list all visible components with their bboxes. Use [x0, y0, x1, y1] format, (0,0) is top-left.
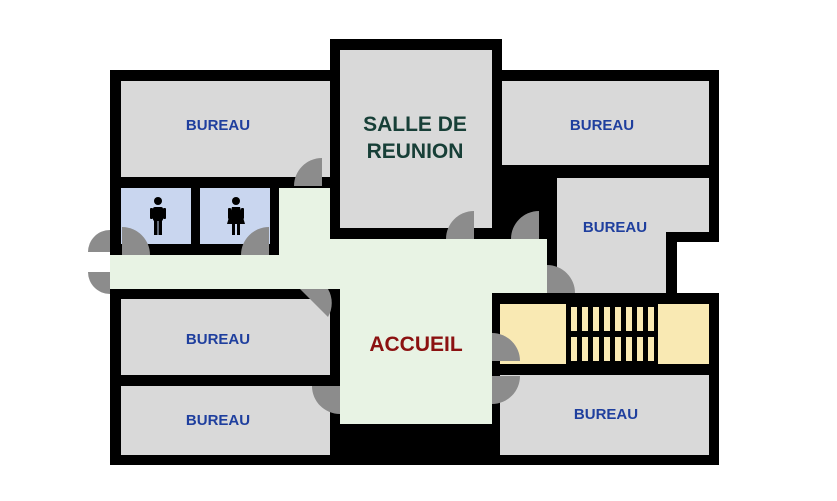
doors — [88, 158, 575, 414]
door-entrance-bottom — [88, 272, 110, 294]
room-bureau-top-left — [121, 81, 330, 177]
woman-icon — [227, 197, 245, 235]
room-bureau-bottom-left — [121, 386, 330, 455]
room-salle-de-reunion — [340, 50, 492, 228]
door-salle-reunion — [446, 211, 474, 239]
door-restroom-men — [122, 227, 150, 255]
label-bureau-mid-right: BUREAU — [583, 219, 647, 236]
room-bureau-bottom-right — [500, 375, 709, 455]
label-bureau-bottom-left: BUREAU — [186, 412, 250, 429]
door-bureau-top-left — [294, 158, 322, 186]
door-stairs — [492, 333, 520, 361]
door-entrance-top — [88, 230, 110, 252]
room-bureau-mid-left — [121, 299, 330, 375]
staircase — [566, 304, 658, 364]
door-bureau-top-right — [511, 211, 539, 239]
door-bureau-mid-right — [547, 265, 575, 293]
label-salle-line1: SALLE DE — [363, 113, 467, 136]
label-bureau-mid-left: BUREAU — [186, 331, 250, 348]
room-corridor-accueil — [110, 188, 547, 424]
door-bureau-bottom-left — [312, 386, 340, 414]
label-bureau-bottom-right: BUREAU — [574, 406, 638, 423]
label-salle-line2: REUNION — [367, 140, 464, 163]
door-bureau-mid-left — [300, 289, 332, 317]
label-bureau-top-left: BUREAU — [186, 117, 250, 134]
room-bureau-top-right — [502, 81, 709, 165]
man-icon — [150, 197, 166, 235]
room-bureau-mid-right — [557, 178, 709, 293]
door-restroom-women — [241, 227, 269, 255]
label-bureau-top-right: BUREAU — [570, 117, 634, 134]
door-bureau-bottom-right — [492, 376, 520, 404]
label-accueil: ACCUEIL — [369, 333, 463, 356]
